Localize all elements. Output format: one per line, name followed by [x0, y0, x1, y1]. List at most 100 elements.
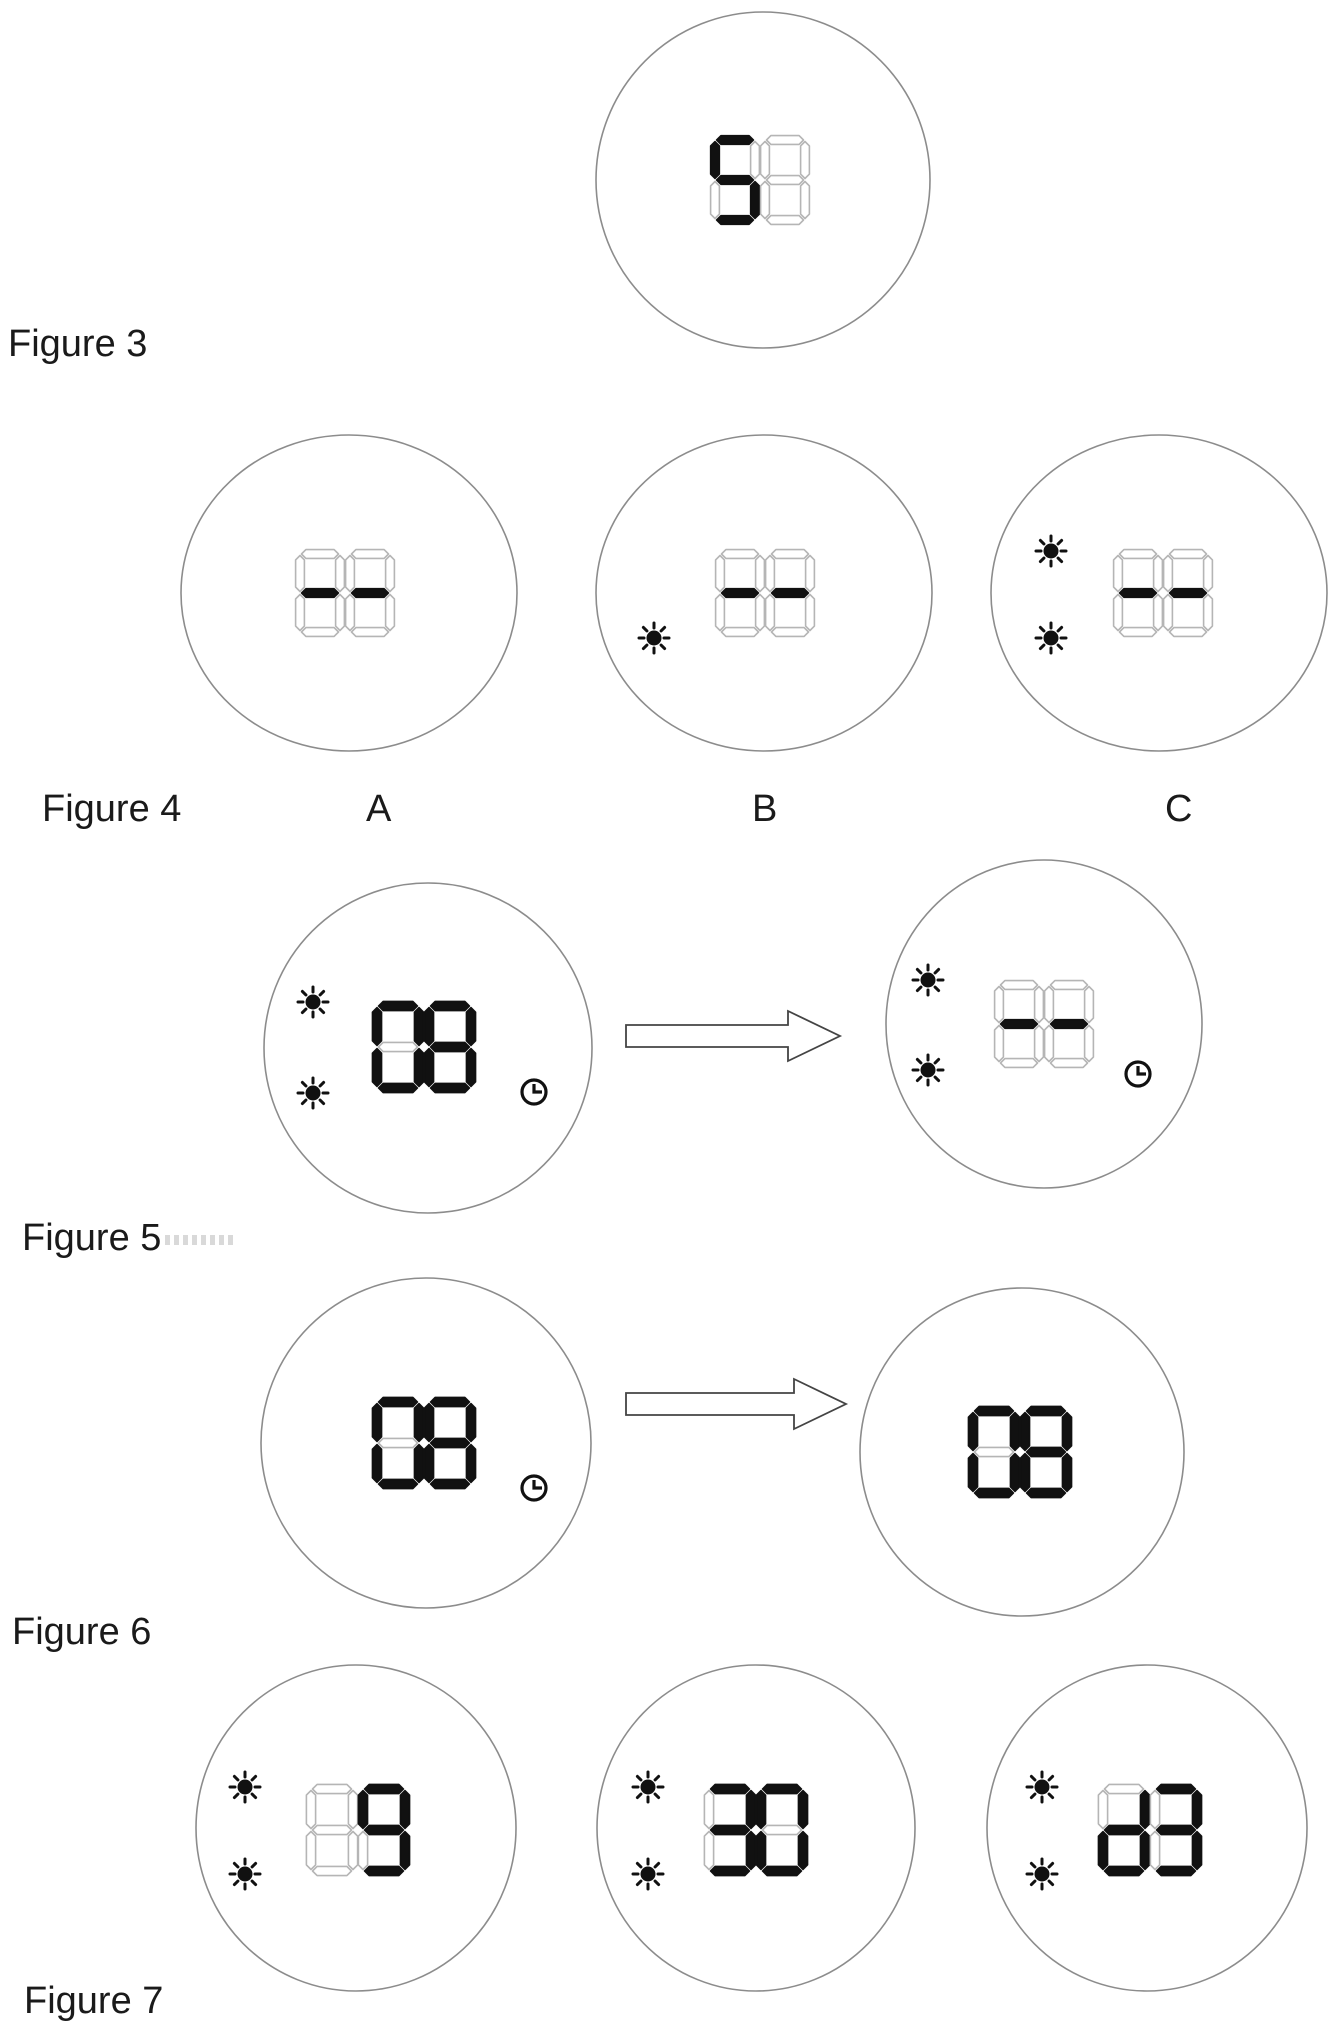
segment-c-off — [799, 180, 811, 220]
segment-e-on — [371, 1047, 383, 1088]
segment-a-off — [311, 1783, 353, 1795]
segment-c-on — [1191, 1830, 1203, 1871]
segment-b-off — [1033, 985, 1045, 1024]
sun-icon — [296, 985, 330, 1019]
segment-d-off — [720, 626, 760, 638]
segment-e-off — [305, 1830, 317, 1871]
digit-2 — [1162, 548, 1214, 638]
display-fig7-b — [596, 1664, 916, 1992]
figure-5-caption-row: Figure 5 — [22, 1217, 236, 1260]
sun-icon — [911, 963, 945, 997]
segment-d-on — [709, 1865, 751, 1877]
display-bezel — [990, 434, 1328, 752]
segment-a-off — [770, 548, 810, 560]
segment-f-off — [1043, 985, 1055, 1024]
segment-c-on — [399, 1830, 411, 1871]
segment-g-on — [1025, 1446, 1067, 1458]
segment-g-on — [350, 587, 390, 599]
segment-g-off — [973, 1446, 1015, 1458]
right-arrow-icon — [625, 1009, 843, 1063]
sun-icon — [631, 1770, 665, 1804]
segment-c-off — [384, 593, 396, 632]
segment-a-on — [377, 1000, 419, 1012]
segment-c-on — [1139, 1830, 1151, 1871]
segment-c-on — [465, 1047, 477, 1088]
figure-6-caption: Figure 6 — [12, 1611, 152, 1653]
segment-e-off — [764, 593, 776, 632]
segment-f-off — [703, 1789, 715, 1830]
segment-d-off — [1118, 626, 1158, 638]
segment-e-off — [1112, 593, 1124, 632]
segment-d-on — [715, 214, 755, 226]
segment-c-on — [413, 1443, 425, 1484]
segment-b-off — [754, 554, 766, 593]
segment-f-off — [759, 140, 771, 180]
segment-f-off — [993, 985, 1005, 1024]
display-bezel — [263, 882, 593, 1214]
segment-b-off — [804, 554, 816, 593]
segment-e-off — [1162, 593, 1174, 632]
segment-e-on — [1097, 1830, 1109, 1871]
segment-g-on — [720, 587, 760, 599]
segment-e-on — [423, 1047, 435, 1088]
display-bezel — [180, 434, 518, 752]
segment-g-on — [999, 1018, 1039, 1030]
segment-f-off — [1149, 1789, 1161, 1830]
segment-e-off — [709, 180, 721, 220]
sun-icon — [1034, 534, 1068, 568]
segment-f-off — [1162, 554, 1174, 593]
display-fig6-before — [260, 1277, 592, 1609]
display-fig5-after — [885, 859, 1203, 1189]
digit-1 — [1097, 1783, 1151, 1877]
segment-f-on — [423, 1006, 435, 1047]
digit-2 — [764, 548, 816, 638]
segment-f-on — [967, 1411, 979, 1452]
sun-icon — [228, 1857, 262, 1891]
segment-d-off — [1168, 626, 1208, 638]
segment-b-on — [1061, 1411, 1073, 1452]
segment-a-off — [765, 134, 805, 146]
segment-a-off — [1103, 1783, 1145, 1795]
segment-a-off — [1118, 548, 1158, 560]
segment-g-on — [1049, 1018, 1089, 1030]
display-fig4-c — [990, 434, 1328, 752]
sun-icon — [228, 1770, 262, 1804]
display-bezel — [595, 11, 931, 349]
segment-d-on — [429, 1478, 471, 1490]
segment-d-on — [973, 1487, 1015, 1499]
segment-e-off — [1043, 1024, 1055, 1063]
segment-e-off — [703, 1830, 715, 1871]
segment-b-on — [1191, 1789, 1203, 1830]
clock-icon — [1124, 1060, 1152, 1088]
figure-4-label-b: B — [752, 788, 778, 830]
segment-g-on — [770, 587, 810, 599]
sun-icon — [1025, 1857, 1059, 1891]
digit-2 — [759, 134, 811, 226]
digit-1 — [714, 548, 766, 638]
sun-icon — [631, 1857, 665, 1891]
segment-b-off — [1083, 985, 1095, 1024]
segment-e-off — [357, 1830, 369, 1871]
segment-c-on — [1009, 1452, 1021, 1493]
segment-f-off — [1112, 554, 1124, 593]
segment-c-off — [1202, 593, 1214, 632]
display-fig5-before — [263, 882, 593, 1214]
segment-e-on — [755, 1830, 767, 1871]
segment-c-on — [465, 1443, 477, 1484]
segment-e-off — [344, 593, 356, 632]
segment-b-on — [465, 1402, 477, 1443]
segment-a-on — [377, 1396, 419, 1408]
sun-icon — [911, 1053, 945, 1087]
segment-a-off — [350, 548, 390, 560]
segment-b-on — [413, 1006, 425, 1047]
digit-2 — [357, 1783, 411, 1877]
segment-b-on — [1009, 1411, 1021, 1452]
sun-icon — [1025, 1770, 1059, 1804]
segment-g-on — [715, 174, 755, 186]
segment-d-on — [363, 1865, 405, 1877]
segment-e-off — [294, 593, 306, 632]
segment-c-on — [745, 1830, 757, 1871]
figure-4-label-a: A — [366, 788, 392, 830]
segment-a-off — [300, 548, 340, 560]
